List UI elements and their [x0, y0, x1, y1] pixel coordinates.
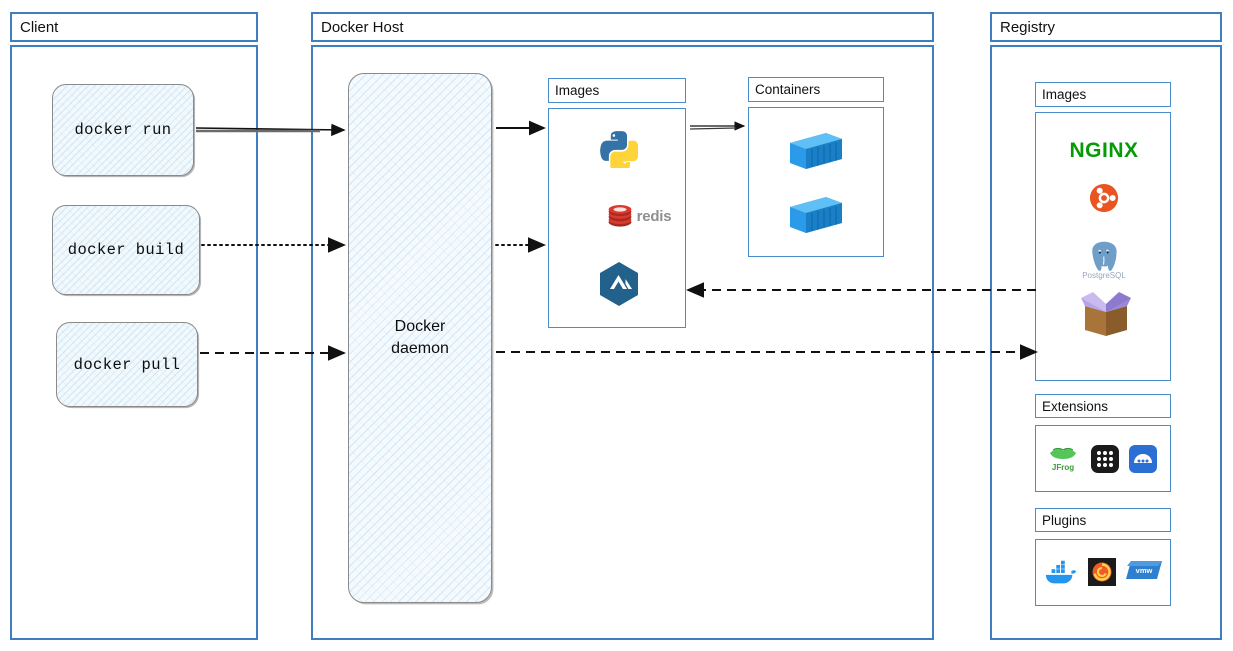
containers-header-label: Containers [755, 82, 821, 97]
python-logo [597, 127, 639, 169]
grafana-logo [1087, 557, 1117, 587]
client-panel-header: Client [10, 12, 258, 42]
host-images-header-label: Images [555, 83, 600, 98]
registry-extensions-header: Extensions [1035, 394, 1171, 418]
package-box-icon [1078, 288, 1134, 342]
command-label: docker pull [73, 355, 181, 374]
host-images-header: Images [548, 78, 686, 103]
container-icon [785, 128, 847, 174]
registry-images-header: Images [1035, 82, 1171, 107]
redis-label: redis [636, 207, 672, 225]
ubuntu-logo [1088, 182, 1120, 214]
containers-header: Containers [748, 77, 884, 102]
postgresql-label: PostgreSQL [1082, 271, 1126, 280]
postgresql-logo: PostgreSQL [1080, 235, 1128, 280]
containers-body [748, 107, 884, 257]
command-label: docker run [74, 121, 172, 139]
command-box-docker-pull[interactable]: docker pull [56, 322, 198, 407]
svg-text:vmw: vmw [1136, 566, 1153, 575]
registry-plugins-header: Plugins [1035, 508, 1171, 532]
grid-dots-icon [1090, 444, 1120, 474]
nginx-label: NGINX [1069, 139, 1139, 162]
registry-plugins-header-label: Plugins [1042, 512, 1087, 528]
registry-images-header-label: Images [1042, 87, 1087, 102]
jfrog-logo: JFrog [1046, 443, 1080, 475]
registry-panel-header: Registry [990, 12, 1222, 42]
registry-header-label: Registry [1000, 18, 1056, 36]
container-icon [785, 192, 847, 238]
svg-text:JFrog: JFrog [1052, 463, 1074, 472]
command-label: docker build [67, 241, 185, 259]
redis-logo: redis [589, 200, 689, 232]
blue-disk-icon [1128, 444, 1158, 474]
registry-extensions-header-label: Extensions [1042, 398, 1109, 414]
docker-host-header-label: Docker Host [321, 18, 404, 36]
nginx-logo: NGINX [1060, 138, 1148, 164]
command-box-docker-build[interactable]: docker build [52, 205, 200, 295]
client-header-label: Client [20, 18, 59, 36]
docker-whale-logo [1044, 557, 1078, 589]
vmware-logo: vmw [1122, 556, 1166, 588]
docker-host-panel-header: Docker Host [311, 12, 934, 42]
command-box-docker-run[interactable]: docker run [52, 84, 194, 176]
alpine-logo [597, 261, 641, 307]
